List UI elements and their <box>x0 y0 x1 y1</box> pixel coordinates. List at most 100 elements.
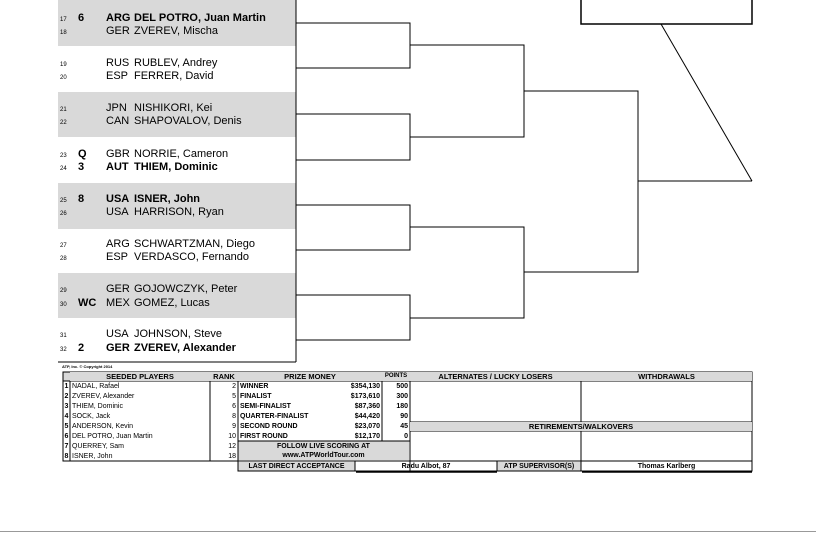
draw-line-number: 21 <box>60 107 67 113</box>
atp-supervisor-label: ATP SUPERVISOR(S) <box>503 463 575 470</box>
prize-points: 0 <box>404 433 408 440</box>
draw-country: GBR <box>106 148 130 160</box>
draw-line-number: 20 <box>60 75 67 81</box>
withdrawals-header: WITHDRAWALS <box>581 372 752 381</box>
draw-player-name: GOJOWCZYK, Peter <box>134 283 238 295</box>
seeded-players-header: SEEDED PLAYERS <box>70 372 210 381</box>
prize-money: $87,360 <box>354 403 380 410</box>
match-box-shaded <box>58 273 296 318</box>
seed-number: 6 <box>64 433 69 440</box>
draw-country: JPN <box>106 102 127 114</box>
seed-number: 4 <box>64 413 69 420</box>
prize-round: WINNER <box>240 383 269 390</box>
draw-country: ESP <box>106 251 129 263</box>
seeded-player-name: ZVEREV, Alexander <box>72 393 135 400</box>
rank-header: RANK <box>210 372 238 381</box>
draw-line-number: 31 <box>60 333 67 339</box>
draw-country: ARG <box>106 12 131 24</box>
alternates-header: ALTERNATES / LUCKY LOSERS <box>410 372 581 381</box>
seeded-player-rank: 6 <box>232 403 236 410</box>
draw-player-name: NORRIE, Cameron <box>134 148 229 160</box>
prize-money: $23,070 <box>354 423 380 430</box>
draw-country: ESP <box>106 70 129 82</box>
draw-line-number: 23 <box>60 153 67 159</box>
draw-seed: 3 <box>78 161 85 173</box>
draw-line-number: 22 <box>60 120 67 126</box>
seeded-player-rank: 10 <box>228 433 236 440</box>
draw-player-name: RUBLEV, Andrey <box>134 57 218 69</box>
draw-line-number: 29 <box>60 288 67 294</box>
seed-number: 8 <box>64 453 69 460</box>
draw-country: ARG <box>106 238 130 250</box>
draw-country: GER <box>106 283 130 295</box>
seed-number: 1 <box>64 383 69 390</box>
seeded-player-rank: 18 <box>228 453 236 460</box>
prize-money: $354,130 <box>350 383 380 390</box>
draw-seed: Q <box>78 148 87 160</box>
seeded-player-rank: 5 <box>232 393 236 400</box>
draw-line-number: 25 <box>60 198 67 204</box>
prize-points: 300 <box>396 393 408 400</box>
seeded-player-name: SOCK, Jack <box>72 413 111 420</box>
draw-line-number: 18 <box>60 30 67 36</box>
prize-money-header: PRIZE MONEY <box>238 372 382 381</box>
draw-country: GER <box>106 342 130 354</box>
seeded-player-rank: 2 <box>232 383 236 390</box>
draw-player-name: VERDASCO, Fernando <box>134 251 249 263</box>
prize-round: SEMI-FINALIST <box>240 403 291 410</box>
draw-player-name: GOMEZ, Lucas <box>134 297 210 309</box>
draw-country: AUT <box>106 161 129 173</box>
draw-country: RUS <box>106 57 130 69</box>
draw-player-name: ZVEREV, Alexander <box>134 342 236 354</box>
draw-seed: 8 <box>78 193 85 205</box>
final-box <box>580 0 753 25</box>
draw-line-number: 28 <box>60 256 67 262</box>
draw-seed: 6 <box>78 12 85 24</box>
draw-line-number: 27 <box>60 243 67 249</box>
draw-country: MEX <box>106 297 130 309</box>
draw-line-number: 30 <box>60 302 67 308</box>
draw-player-name: SCHWARTZMAN, Diego <box>134 238 256 250</box>
retirements-header: RETIREMENTS/WALKOVERS <box>410 422 752 431</box>
draw-seed: WC <box>78 297 97 309</box>
draw-line-number: 17 <box>60 17 67 23</box>
copyright-text: ATP, Inc. © Copyright 2014 <box>62 364 113 369</box>
seed-number: 5 <box>64 423 69 430</box>
seeded-player-name: DEL POTRO, Juan Martin <box>72 433 153 440</box>
draw-line-number: 26 <box>60 211 67 217</box>
seeded-player-name: THIEM, Dominic <box>72 403 123 410</box>
seeded-player-rank: 12 <box>228 443 236 450</box>
atp-supervisor-value: Thomas Karlberg <box>637 463 696 470</box>
draw-player-name: HARRISON, Ryan <box>134 206 224 218</box>
draw-player-name: SHAPOVALOV, Denis <box>134 115 242 127</box>
draw-line-number: 19 <box>60 62 67 68</box>
prize-round: SECOND ROUND <box>240 423 298 430</box>
draw-line-number: 24 <box>60 166 67 172</box>
prize-money: $12,170 <box>354 433 380 440</box>
prize-round: FIRST ROUND <box>240 433 288 440</box>
last-direct-acceptance-label: LAST DIRECT ACCEPTANCE <box>248 463 345 470</box>
draw-player-name: DEL POTRO, Juan Martin <box>134 12 266 24</box>
seeded-player-name: NADAL, Rafael <box>72 383 120 390</box>
seed-number: 2 <box>64 393 69 400</box>
prize-money: $44,420 <box>354 413 380 420</box>
seed-number: 3 <box>64 403 69 410</box>
seeded-player-name: ANDERSON, Kevin <box>72 423 134 430</box>
draw-line-number: 32 <box>60 347 67 353</box>
prize-points: 90 <box>400 413 408 420</box>
draw-country: USA <box>106 328 129 340</box>
seeded-player-rank: 9 <box>232 423 236 430</box>
draw-player-name: FERRER, David <box>134 70 214 82</box>
page-bottom-rule <box>0 531 816 532</box>
prize-round: FINALIST <box>240 393 272 400</box>
follow-scoring-url[interactable]: www.ATPWorldTour.com <box>282 452 365 459</box>
draw-player-name: NISHIKORI, Kei <box>134 102 213 114</box>
prize-money: $173,610 <box>350 393 380 400</box>
match-box-shaded <box>58 183 296 229</box>
follow-scoring-label: FOLLOW LIVE SCORING AT <box>277 443 370 450</box>
seed-number: 7 <box>64 443 69 450</box>
last-direct-acceptance-value: Radu Albot, 87 <box>401 463 451 470</box>
draw-player-name: ISNER, John <box>134 193 201 205</box>
draw-country: USA <box>106 206 129 218</box>
